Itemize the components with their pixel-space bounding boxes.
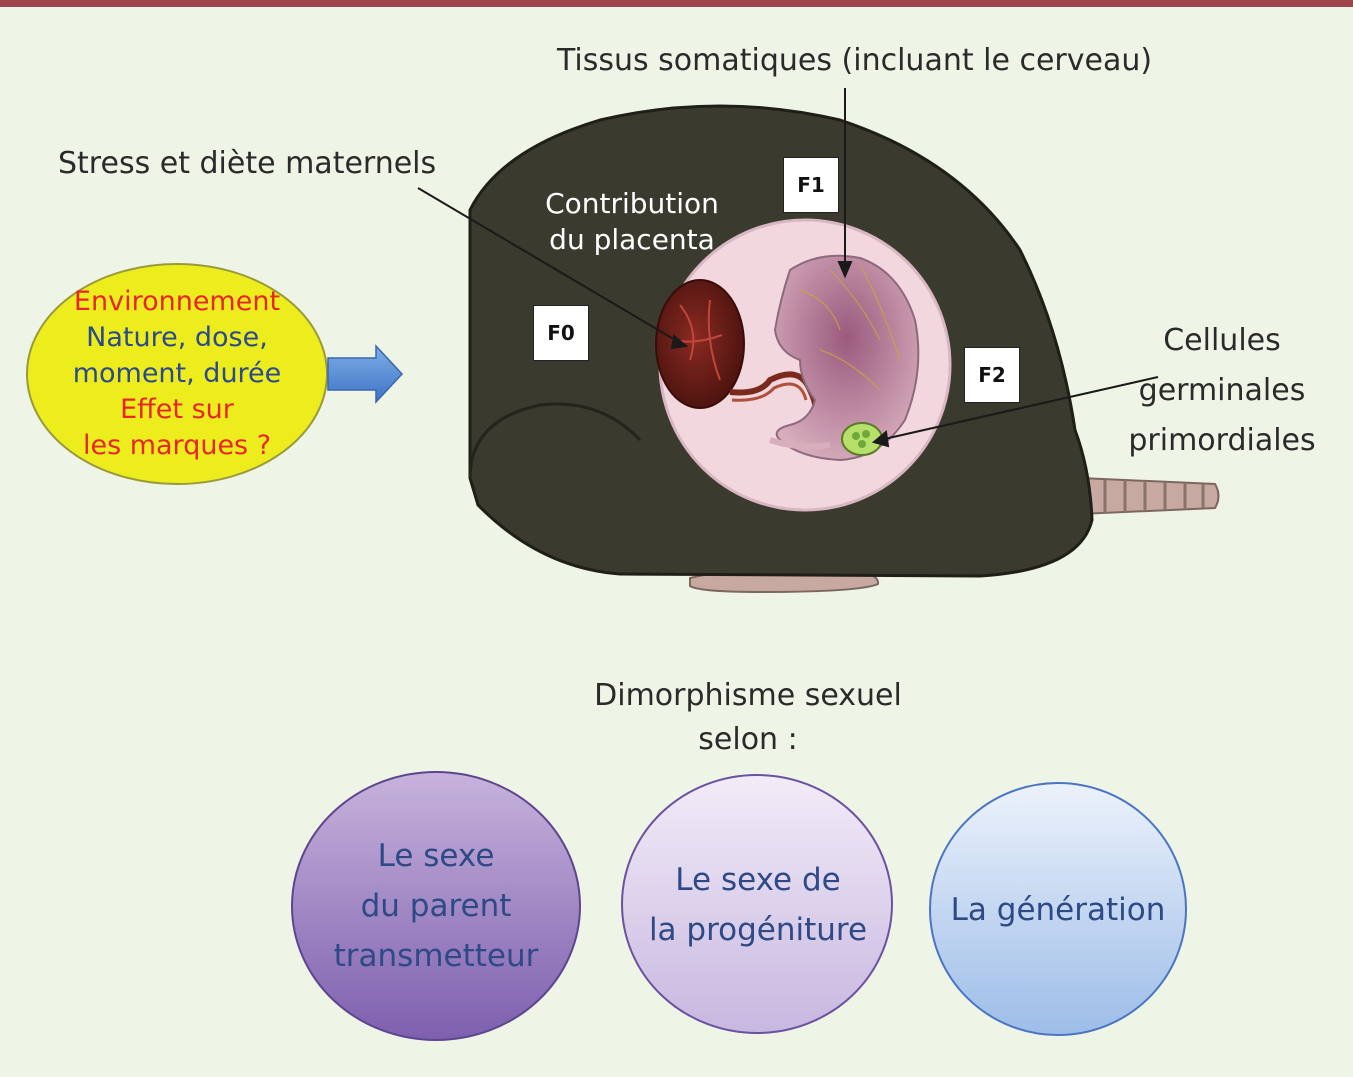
label-cellules-line2: germinales — [1138, 373, 1306, 409]
environment-text: Environnement Nature, dose, moment, duré… — [30, 268, 324, 480]
label-tissus-somatiques: Tissus somatiques (incluant le cerveau) — [557, 43, 1153, 78]
top-accent-bar — [0, 0, 1353, 7]
dimorphism-title-line2: selon : — [698, 721, 798, 757]
circle1-line3: transmetteur — [333, 938, 539, 975]
circle-parent-sex — [291, 771, 581, 1041]
label-stress-diete: Stress et diète maternels — [58, 146, 437, 181]
circle-offspring-sex-text: Le sexe de la progéniture — [630, 850, 886, 960]
generation-box-f0: F0 — [533, 305, 589, 361]
label-cellules-line1: Cellules — [1163, 323, 1281, 358]
env-line-les-marques: les marques ? — [82, 429, 272, 461]
label-contribution-line1: Contribution — [545, 187, 719, 220]
label-contribution-line2: du placenta — [549, 222, 715, 256]
dimorphism-title-line1: Dimorphisme sexuel — [594, 678, 902, 713]
env-line-environnement: Environnement — [73, 286, 281, 318]
germ-cells — [841, 422, 883, 456]
generation-box-f2: F2 — [964, 347, 1020, 403]
circle-parent-sex-text: Le sexe du parent transmetteur — [300, 810, 572, 1002]
env-line-nature-dose: Nature, dose, — [86, 322, 268, 354]
circle-generation-text: La génération — [936, 884, 1180, 936]
generation-box-f1: F1 — [783, 157, 839, 213]
circle1-line2: du parent — [360, 887, 512, 924]
pointer-lines — [417, 88, 1159, 448]
environment-circle — [26, 263, 328, 485]
circle-offspring-sex — [621, 774, 893, 1034]
circle2-line2: la progéniture — [648, 912, 868, 948]
label-contribution-placenta: Contribution du placenta — [530, 186, 734, 258]
placenta — [655, 279, 745, 409]
arrow-icon — [327, 344, 404, 404]
circle2-line1: Le sexe de — [675, 861, 841, 898]
label-cellules-line3: primordiales — [1128, 423, 1316, 459]
dimorphism-title: Dimorphisme sexuel selon : — [548, 674, 948, 761]
mouse-haunch — [468, 402, 642, 479]
circle1-line1: Le sexe — [377, 837, 495, 874]
label-cellules-germinales: Cellules germinales primordiales — [1126, 316, 1318, 466]
embryo — [769, 254, 920, 462]
circle3-line1: La génération — [950, 891, 1166, 928]
circle-generation — [929, 782, 1187, 1036]
env-line-effet-sur: Effet sur — [120, 393, 234, 425]
env-line-moment-duree: moment, durée — [72, 358, 282, 390]
mouse-tail — [1079, 476, 1220, 516]
